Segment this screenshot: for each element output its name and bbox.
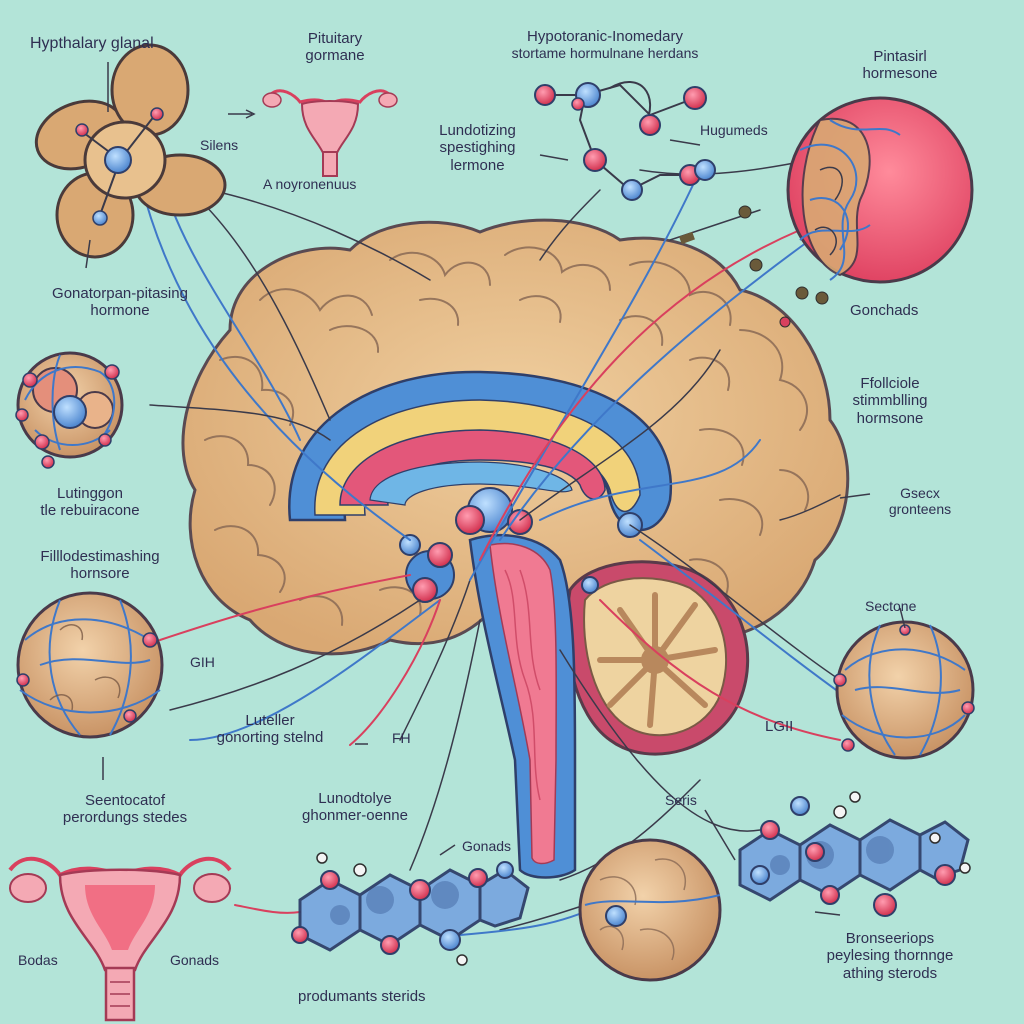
gonad-sphere-top-right — [786, 96, 974, 284]
label-filllodest-line1: Filllodestimashing — [40, 548, 160, 565]
label-hypotoranic: Hypotoranic-Inomedary stortame hormulnan… — [440, 28, 770, 61]
label-follicle-line2: stimmblling — [852, 392, 928, 410]
label-gonads-mid: Gonads — [462, 838, 512, 854]
gonad-sphere-right — [833, 620, 975, 760]
label-lutinggon-line1: Lutinggon — [57, 485, 123, 502]
label-hypthalary-glanal: Hypthalary glanal — [30, 35, 154, 52]
label-bronseeriops-line2: peylesing thornnge — [826, 947, 954, 965]
label-gsecx: Gsecx gronteens — [870, 485, 970, 517]
label-leaders — [85, 62, 906, 916]
brain — [181, 218, 850, 879]
label-lunodtolye: Lunodtolye ghonmer-oenne — [270, 790, 440, 825]
label-luteller-line1: Luteller — [245, 712, 295, 729]
uterus-top — [262, 89, 398, 177]
label-luteller-line2: gonorting stelnd — [216, 729, 324, 747]
brainstem — [468, 534, 577, 879]
label-gonads-left: Gonads — [170, 952, 220, 968]
label-gonatorpan: Gonatorpan-pitasing hormone — [5, 285, 235, 320]
label-gonatorpan-line1: Gonatorpan-pitasing — [52, 285, 188, 302]
cerebellum — [565, 560, 750, 756]
label-gonatorpan-line2: hormone — [90, 302, 150, 320]
label-filllodestimashing: Filllodestimashing hornsore — [15, 548, 185, 583]
label-bronseeriops-line1: Bronseeriops — [845, 930, 935, 947]
label-lundotizing: Lundotizing spestighing lermone — [415, 122, 540, 174]
chain-beads — [679, 205, 829, 328]
label-follicle-line3: hormsone — [856, 409, 924, 427]
label-silens: Silens — [200, 137, 239, 153]
label-follicle-line1: Ffollciole — [860, 375, 920, 392]
gonad-sphere-bottom — [578, 838, 722, 982]
label-follicle-stimulating: Ffollciole stimmblling hormsone — [820, 375, 960, 427]
gonad-sphere-lower-left — [16, 591, 164, 739]
label-lunodtolye-line1: Lunodtolye — [318, 790, 392, 807]
label-gih: GIH — [190, 654, 215, 670]
label-lundotizing-line1: Lundotizing — [439, 122, 516, 139]
label-bronseeriops-line3: athing sterods — [842, 964, 938, 982]
label-hypotoranic-line2: stortame hormulnane herdans — [511, 45, 699, 62]
label-pintasirl-line1: Pintasirl — [873, 48, 927, 65]
label-luteller: Luteller gonorting stelnd — [185, 712, 355, 747]
label-filllodest-line2: hornsore — [70, 565, 130, 583]
steroid-molecule-left — [291, 852, 530, 966]
label-seris: Seris — [665, 792, 697, 808]
label-lutinggon: Lutinggon tle rebuiracone — [10, 485, 170, 520]
label-produments-sterids: produmants sterids — [298, 988, 426, 1005]
steroid-molecule-right — [738, 791, 971, 917]
brain-gyri — [204, 246, 810, 626]
label-pituitary-gormane: Pituitary gormane — [280, 30, 390, 65]
label-gsecx-line2: gronteens — [888, 501, 952, 518]
label-sectone: Sectone — [865, 598, 917, 614]
label-pintasirl-line2: hormesone — [862, 65, 938, 83]
label-lgii: LGII — [765, 718, 794, 735]
label-bodas: Bodas — [18, 952, 58, 968]
label-gonchads: Gonchads — [850, 302, 919, 319]
label-seentocat-line2: perordungs stedes — [62, 809, 188, 827]
label-lunodtolye-line2: ghonmer-oenne — [302, 807, 408, 825]
label-gsecx-line1: Gsecx — [900, 485, 940, 501]
gland-cluster-left — [15, 351, 124, 469]
label-hugumeds: Hugumeds — [700, 122, 768, 138]
label-anoyronenuus: A noyronenuus — [263, 176, 357, 192]
hypothalamus-gland — [34, 43, 227, 259]
label-seentocat-line1: Seentocatof — [84, 792, 166, 809]
label-gormane: gormane — [305, 47, 365, 65]
label-lundotizing-line3: lermone — [450, 156, 505, 174]
label-pituitary: Pituitary — [307, 30, 363, 47]
connector-lines — [139, 159, 851, 936]
label-lutinggon-line2: tle rebuiracone — [40, 502, 140, 520]
label-lundotizing-line2: spestighing — [439, 139, 516, 157]
label-seentocatof: Seentocatof perordungs stedes — [30, 792, 220, 827]
label-pintasirl: Pintasirl hormesone — [850, 48, 950, 83]
uterus-bottom — [8, 856, 232, 1022]
label-hypotoranic-line1: Hypotoranic-Inomedary — [527, 28, 683, 45]
label-fh: FH — [392, 730, 411, 746]
molecule-top — [534, 81, 716, 201]
label-bronseeriops: Bronseeriops peylesing thornnge athing s… — [780, 930, 1000, 982]
